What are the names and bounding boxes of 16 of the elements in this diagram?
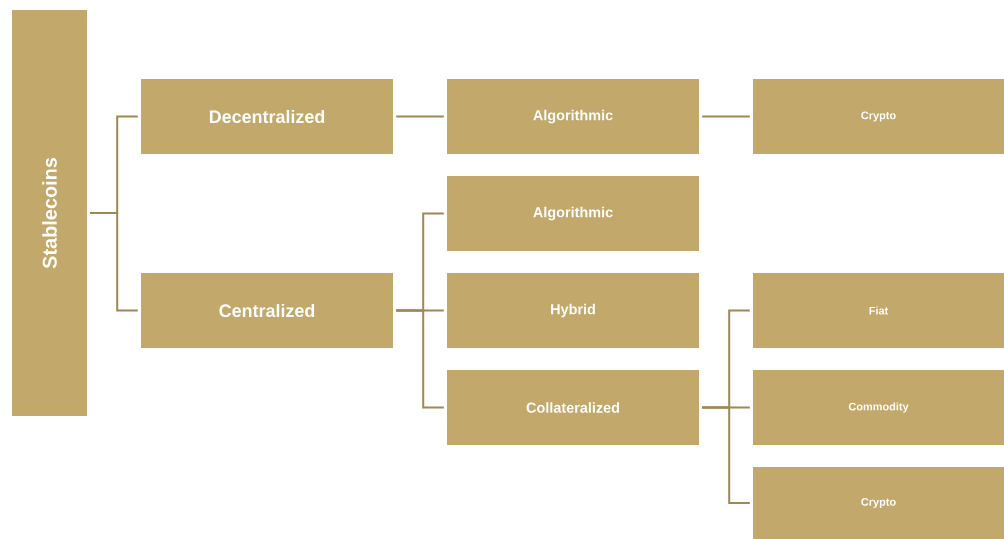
category-box: Centralized bbox=[141, 273, 393, 348]
connector-line bbox=[701, 406, 751, 504]
subtype-box: Crypto bbox=[753, 467, 1004, 539]
title-bar: Stablecoins bbox=[12, 10, 87, 416]
subtype-box: Fiat bbox=[753, 273, 1004, 348]
type-box: Algorithmic bbox=[447, 79, 699, 154]
category-box: Decentralized bbox=[141, 79, 393, 154]
connector-line bbox=[395, 115, 445, 118]
connector-line bbox=[395, 309, 445, 409]
type-box: Hybrid bbox=[447, 273, 699, 348]
connector-line bbox=[701, 115, 751, 118]
type-box: Collateralized bbox=[447, 370, 699, 445]
connector-line bbox=[89, 212, 139, 312]
subtype-box: Commodity bbox=[753, 370, 1004, 445]
type-box: Algorithmic bbox=[447, 176, 699, 251]
subtype-box: Crypto bbox=[753, 79, 1004, 154]
